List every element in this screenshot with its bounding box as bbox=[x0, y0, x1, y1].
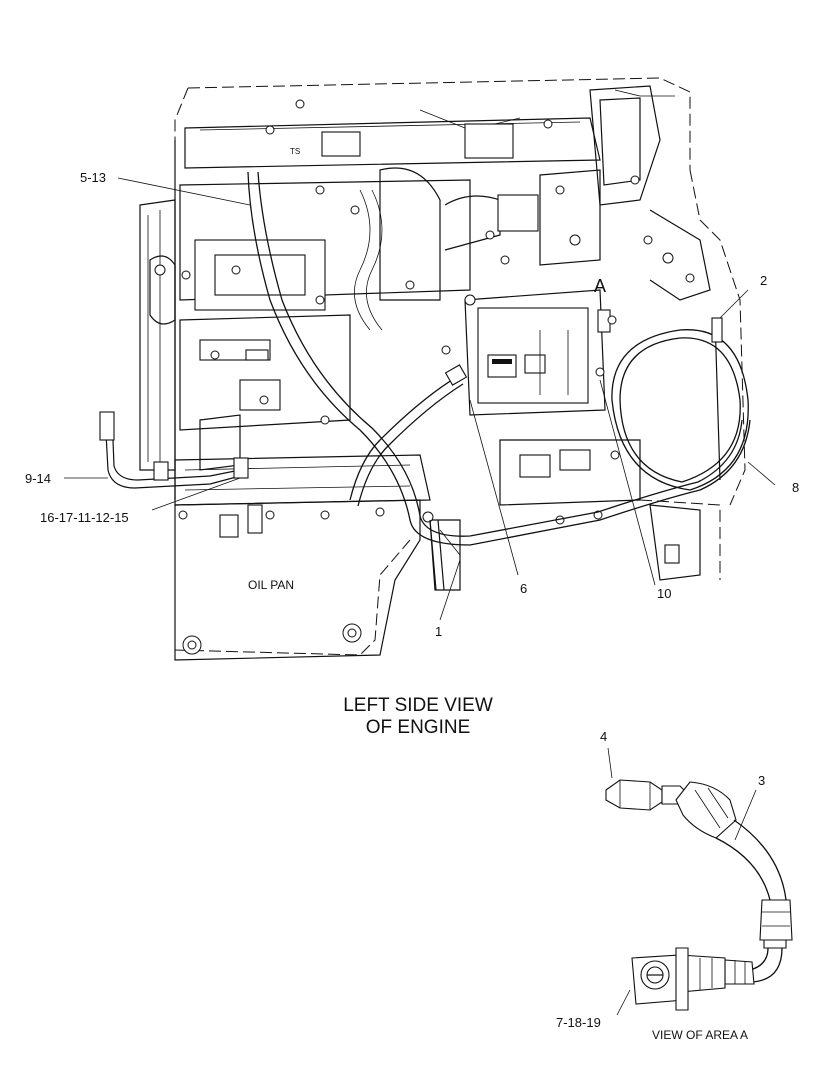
callout-9-14: 9-14 bbox=[25, 471, 51, 486]
valve-cover: TS bbox=[184, 99, 601, 169]
callout-5-13: 5-13 bbox=[80, 170, 106, 185]
lower-block bbox=[174, 454, 431, 538]
main-caption-line-2: OF ENGINE bbox=[366, 717, 471, 738]
right-lower-area bbox=[422, 439, 701, 591]
area-a-marker: A bbox=[594, 276, 606, 296]
hose-lines bbox=[99, 171, 751, 546]
callout-10: 10 bbox=[657, 586, 671, 601]
oil-pan: OIL PAN bbox=[174, 499, 421, 661]
dipstick-tube bbox=[429, 519, 461, 591]
callout-7-18-19: 7-18-19 bbox=[556, 1015, 601, 1030]
leader-lines bbox=[64, 177, 776, 1016]
main-caption-line-1: LEFT SIDE VIEW bbox=[343, 695, 493, 716]
callout-3: 3 bbox=[758, 773, 765, 788]
callout-2: 2 bbox=[760, 273, 767, 288]
ecm-module bbox=[441, 289, 617, 416]
detail-view-area-a bbox=[605, 779, 793, 1011]
fuel-filter-area bbox=[589, 85, 711, 301]
callout-1: 1 bbox=[435, 624, 442, 639]
callout-labels: 5-13 9-14 16-17-11-12-15 2 8 6 10 1 4 3 … bbox=[25, 170, 799, 1030]
detail-caption: VIEW OF AREA A bbox=[652, 1028, 748, 1042]
callout-6: 6 bbox=[520, 581, 527, 596]
callout-16-17-11-12-15: 16-17-11-12-15 bbox=[40, 510, 129, 525]
left-side-components bbox=[149, 255, 351, 471]
callout-8: 8 bbox=[792, 480, 799, 495]
oil-pan-label: OIL PAN bbox=[248, 578, 294, 592]
callout-4: 4 bbox=[600, 729, 607, 744]
svg-text:TS: TS bbox=[290, 147, 300, 156]
intake-manifold bbox=[179, 167, 601, 331]
